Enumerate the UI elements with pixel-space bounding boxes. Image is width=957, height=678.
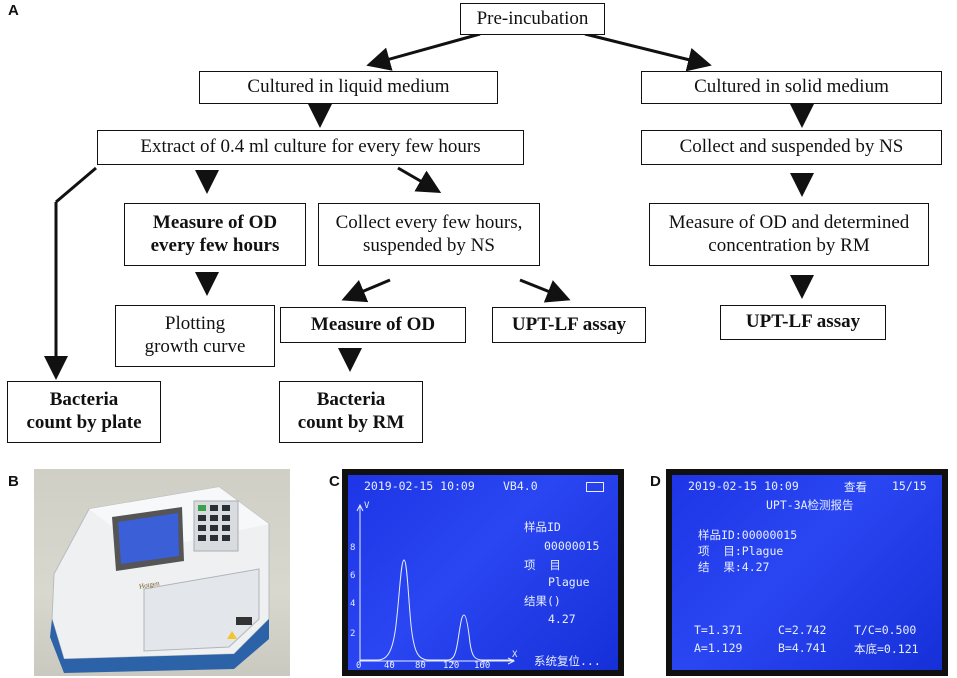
arrow-collect-to-measure-od bbox=[341, 278, 391, 303]
screen-c: 2019-02-15 10:09 VB4.0 V X 8 6 4 2 0 40 … bbox=[342, 469, 624, 676]
box-plotting: Plotting growth curve bbox=[115, 305, 275, 367]
device-photo: Hotgen bbox=[34, 469, 290, 676]
sample-id-label: 样品ID bbox=[524, 520, 561, 534]
box-measure-od-rm: Measure of OD and determined concentrati… bbox=[649, 203, 929, 266]
result-value: 4.27 bbox=[548, 612, 576, 626]
box-liquid-medium: Cultured in liquid medium bbox=[199, 71, 498, 104]
arrow-pre-to-liquid bbox=[366, 32, 481, 71]
box-solid-medium: Cultured in solid medium bbox=[641, 71, 942, 104]
y-tick-6: 6 bbox=[350, 571, 356, 581]
box-collect-ns: Collect and suspended by NS bbox=[641, 130, 942, 165]
report-item: 项 目:Plague bbox=[698, 544, 784, 558]
report-title: UPT-3A检测报告 bbox=[766, 498, 854, 512]
line-extract-to-plate bbox=[55, 166, 97, 204]
item-value: Plague bbox=[548, 575, 590, 589]
x-tick-0: 0 bbox=[356, 661, 362, 671]
box-bacteria-rm: Bacteria count by RM bbox=[279, 381, 423, 443]
box-collect-every: Collect every few hours, suspended by NS bbox=[318, 203, 540, 266]
box-measure-od: Measure of OD bbox=[280, 307, 466, 343]
report-result: 结 果:4.27 bbox=[698, 560, 770, 574]
analyzer-device-image bbox=[50, 486, 270, 673]
box-extract: Extract of 0.4 ml culture for every few … bbox=[97, 130, 524, 165]
y-tick-4: 4 bbox=[350, 599, 356, 609]
system-reset-button: 系统复位... bbox=[534, 654, 601, 668]
screen-d-page: 15/15 bbox=[892, 479, 927, 493]
report-a-value: A=1.129 bbox=[694, 641, 743, 655]
box-preincubation: Pre-incubation bbox=[460, 3, 605, 35]
y-axis-arrow bbox=[356, 503, 364, 512]
battery-icon bbox=[586, 482, 604, 492]
box-bacteria-plate: Bacteria count by plate bbox=[7, 381, 161, 443]
report-base-value: 本底=0.121 bbox=[854, 642, 919, 656]
box-uptlf-right: UPT-LF assay bbox=[720, 305, 886, 340]
x-tick-80: 80 bbox=[415, 661, 426, 671]
item-label: 项 目 bbox=[524, 558, 561, 572]
panel-label-b: B bbox=[8, 473, 19, 490]
panel-label-d: D bbox=[650, 473, 661, 490]
x-tick-120: 120 bbox=[443, 661, 460, 671]
signal-trace bbox=[360, 559, 514, 661]
screen-c-datetime: 2019-02-15 10:09 bbox=[364, 479, 475, 493]
panel-label-c: C bbox=[329, 473, 340, 490]
sample-id-value: 00000015 bbox=[544, 539, 600, 553]
screen-d-datetime: 2019-02-15 10:09 bbox=[688, 479, 799, 493]
x-axis-label: X bbox=[512, 650, 518, 660]
x-tick-160: 160 bbox=[474, 661, 491, 671]
panel-label-a: A bbox=[8, 2, 19, 19]
y-axis-label: V bbox=[364, 501, 370, 511]
screen-d-view: 查看 bbox=[844, 480, 867, 494]
screen-c-version: VB4.0 bbox=[503, 479, 538, 493]
report-b-value: B=4.741 bbox=[778, 641, 827, 655]
report-c-value: C=2.742 bbox=[778, 623, 827, 637]
arrow-collect-to-uptlf bbox=[519, 278, 571, 303]
screen-d: 2019-02-15 10:09 查看 15/15 UPT-3A检测报告 样品I… bbox=[666, 469, 948, 676]
y-tick-8: 8 bbox=[350, 543, 356, 553]
box-uptlf-left: UPT-LF assay bbox=[492, 307, 646, 343]
arrow-extract-to-collect-every bbox=[397, 166, 442, 194]
report-t-value: T=1.371 bbox=[694, 623, 743, 637]
report-sample-id: 样品ID:00000015 bbox=[698, 528, 798, 542]
y-tick-2: 2 bbox=[350, 629, 356, 639]
x-tick-40: 40 bbox=[384, 661, 395, 671]
x-axis-arrow bbox=[507, 657, 516, 665]
arrow-pre-to-solid bbox=[584, 32, 712, 72]
box-measure-od-hours: Measure of OD every few hours bbox=[124, 203, 306, 266]
chromatogram-plot bbox=[356, 503, 516, 665]
result-label: 结果() bbox=[524, 594, 561, 608]
report-tc-value: T/C=0.500 bbox=[854, 623, 917, 637]
flowchart-arrows bbox=[44, 32, 814, 380]
